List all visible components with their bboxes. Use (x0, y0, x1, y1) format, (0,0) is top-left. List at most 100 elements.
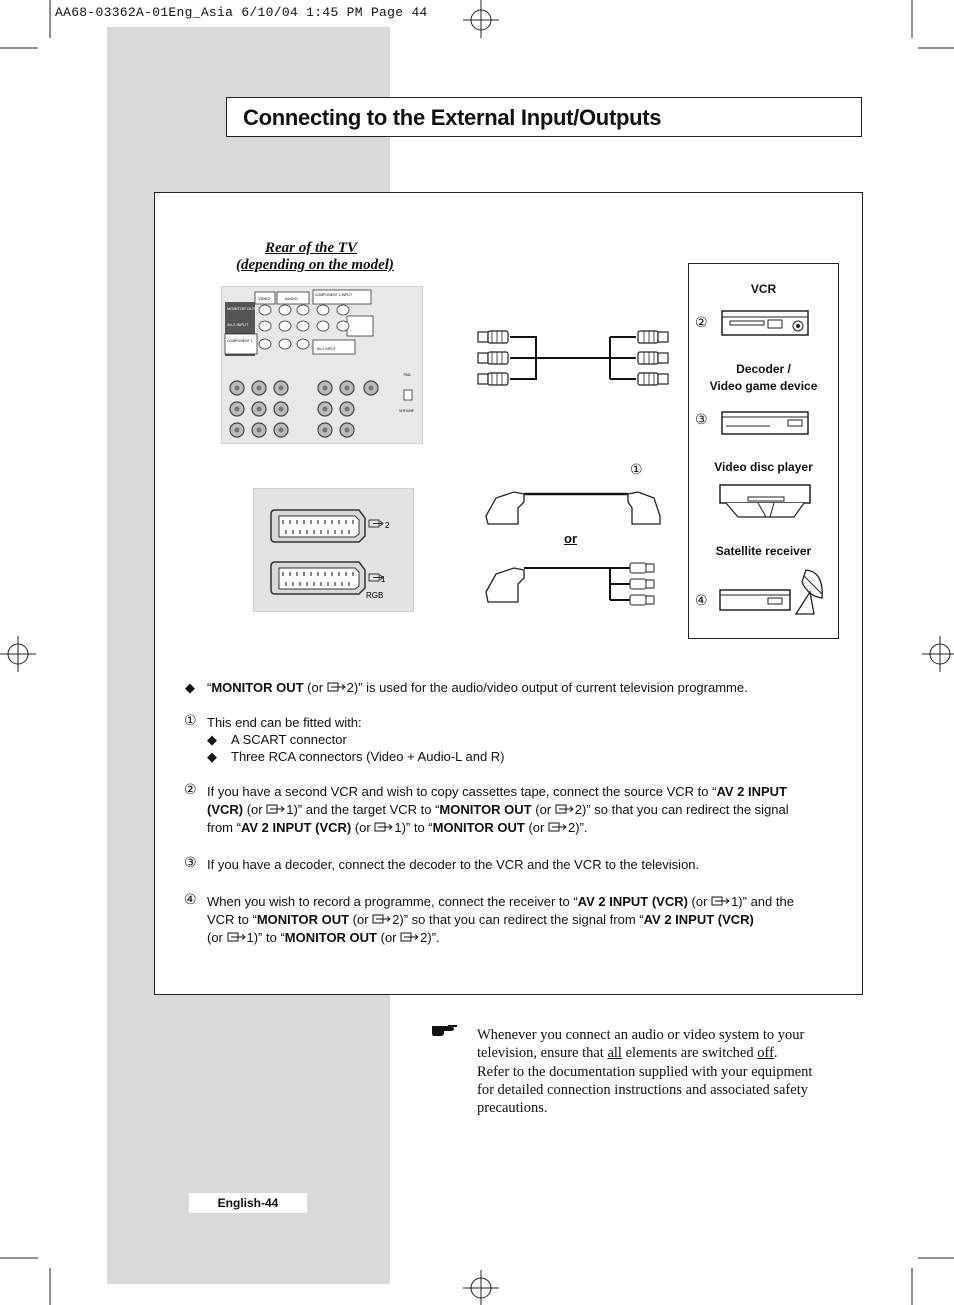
output-icon (548, 821, 568, 833)
para4-marker: ④ (184, 892, 197, 908)
para2-l2b: (or (243, 802, 266, 817)
print-header: AA68-03362A-01Eng_Asia 6/10/04 1:45 PM P… (55, 5, 428, 20)
output-icon (372, 913, 392, 925)
scart1-label: 1 (381, 575, 386, 584)
para4-l3a: (or (207, 930, 227, 945)
pointing-hand-icon (430, 1020, 460, 1040)
scart-rca-cable (484, 562, 664, 608)
para4-l3b: 1)” to “ (247, 930, 285, 945)
input-icon (227, 931, 247, 943)
para2-l3a: from “ (207, 820, 241, 835)
para2-l2f: 2)” so that you can redirect the signal (575, 802, 789, 817)
vcr-icon (720, 307, 812, 337)
para2-l3e: MONITOR OUT (433, 820, 525, 835)
input-icon (266, 803, 286, 815)
para2-l3b: AV 2 INPUT (VCR) (241, 820, 351, 835)
para2-l2d: MONITOR OUT (439, 802, 531, 817)
bullet-monitor: ◆ (185, 679, 195, 697)
note-line1: Whenever you connect an audio or video s… (477, 1026, 857, 1044)
para4-l1a: When you wish to record a programme, con… (207, 894, 578, 909)
para4-l1b: AV 2 INPUT (VCR) (578, 894, 688, 909)
device-satellite-label: Satellite receiver (688, 543, 839, 560)
para2-l2e: (or (532, 802, 555, 817)
para2-line2: (VCR) (or 1)” and the target VCR to “MON… (207, 801, 789, 819)
para1-intro: This end can be fitted with: (207, 714, 362, 732)
note-l2a: television, ensure that (477, 1045, 607, 1061)
para1-marker: ① (184, 713, 197, 729)
or-label: or (564, 531, 577, 546)
marker-two: ② (695, 315, 708, 331)
para2-line3: from “AV 2 INPUT (VCR) (or 1)” to “MONIT… (207, 819, 587, 837)
para2-l2a: (VCR) (207, 802, 243, 817)
para4-l2b: MONITOR OUT (257, 912, 349, 927)
para4-line3: (or 1)” to “MONITOR OUT (or 2)”. (207, 929, 440, 947)
rear-label-line1: Rear of the TV (236, 239, 386, 257)
para4-l2a: VCR to “ (207, 912, 257, 927)
rgb-label: RGB (366, 591, 383, 600)
output-icon (555, 803, 575, 815)
disc-player-icon (718, 481, 814, 521)
para4-l3d: (or (377, 930, 400, 945)
para2-l3f: (or (525, 820, 548, 835)
para4-l1d: 1)” and the (731, 894, 794, 909)
panel-av1-label: AV-1 INPUT (317, 347, 337, 351)
note-l2b: all (607, 1045, 622, 1061)
panel-video-label: VIDEO (258, 296, 270, 301)
para3-marker: ③ (184, 855, 197, 871)
para3-text: If you have a decoder, connect the decod… (207, 856, 699, 874)
device-decoder-label-2: Video game device (688, 378, 839, 395)
tv-rear-panel: MONITOR OUT AV-2 INPUT VIDEO AUDIO COMPO… (221, 286, 423, 444)
scart2-label: 2 (385, 521, 390, 530)
output-icon (327, 681, 347, 693)
para4-l2c: (or (349, 912, 372, 927)
note-line2: television, ensure that all elements are… (477, 1044, 857, 1062)
page-title: Connecting to the External Input/Outputs (243, 105, 661, 131)
para4-line1: When you wish to record a programme, con… (207, 893, 794, 911)
para4-l2d: 2)” so that you can redirect the signal … (392, 912, 643, 927)
rear-label-line2: (depending on the model) (236, 257, 394, 274)
panel-av-input: AV-2 INPUT (227, 322, 249, 327)
para2-marker: ② (184, 782, 197, 798)
decoder-icon (720, 408, 812, 438)
note-line4: for detailed connection instructions and… (477, 1081, 857, 1099)
para4-l3c: MONITOR OUT (285, 930, 377, 945)
note-l2c: elements are switched (622, 1045, 757, 1061)
note-text: Whenever you connect an audio or video s… (477, 1026, 857, 1117)
scart-cable (484, 488, 664, 530)
input-icon (374, 821, 394, 833)
page-number: English-44 (189, 1193, 307, 1213)
panel-component1-label: COMPONENT 1 (227, 339, 253, 343)
scart-panel: 2 1 RGB (253, 488, 414, 612)
rca-cable (470, 325, 680, 390)
panel-monitor-out: MONITOR OUT (227, 306, 256, 311)
para-monitor-c: (or (304, 680, 327, 695)
device-vcr-label: VCR (688, 281, 839, 298)
panel-component2-label: COMPONENT 2 INPUT (315, 293, 353, 297)
para2-l1a: If you have a second VCR and wish to cop… (207, 784, 716, 799)
marker-three: ③ (695, 412, 708, 428)
para-monitor-b: MONITOR OUT (211, 680, 303, 695)
input-icon (711, 895, 731, 907)
satellite-receiver-icon (718, 562, 830, 618)
para4-l1c: (or (688, 894, 711, 909)
para1-bullet2: ◆ (207, 748, 217, 766)
note-l2e: . (774, 1045, 778, 1061)
para4-l3e: 2)”. (420, 930, 440, 945)
note-line3: Refer to the documentation supplied with… (477, 1063, 857, 1081)
para4-l2e: AV 2 INPUT (VCR) (644, 912, 754, 927)
para4-line2: VCR to “MONITOR OUT (or 2)” so that you … (207, 911, 754, 929)
output-icon (400, 931, 420, 943)
para2-l1b: AV 2 INPUT (716, 784, 787, 799)
panel-ant-label: 75Ω (403, 372, 410, 377)
para-monitor: “MONITOR OUT (or 2)” is used for the aud… (207, 679, 748, 697)
para2-l2c: 1)” and the target VCR to “ (286, 802, 439, 817)
device-disc-label: Video disc player (688, 459, 839, 476)
title-box: Connecting to the External Input/Outputs (226, 97, 862, 137)
para-monitor-d: 2)” is used for the audio/video output o… (347, 680, 748, 695)
para2-l3c: (or (351, 820, 374, 835)
para2-l3g: 2)”. (568, 820, 588, 835)
panel-vhf-label: VHF/UHF (399, 409, 414, 413)
para2-line1: If you have a second VCR and wish to cop… (207, 783, 787, 801)
marker-one: ① (630, 462, 643, 478)
para1-item2: Three RCA connectors (Video + Audio-L an… (231, 748, 505, 766)
